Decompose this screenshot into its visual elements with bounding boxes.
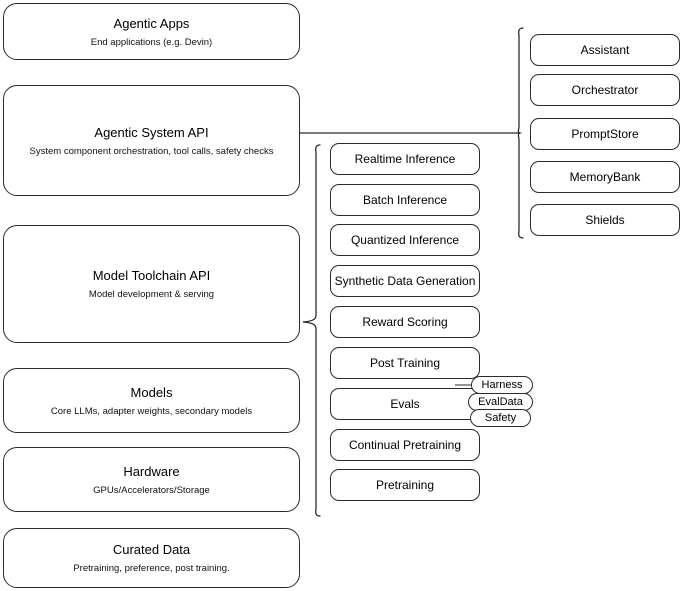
toolchain-item-quantized-inference[interactable]: Quantized Inference	[330, 224, 480, 256]
layer-subtitle: Pretraining, preference, post training.	[73, 563, 230, 574]
system-item-label: PromptStore	[571, 126, 639, 141]
toolchain-item-label: Reward Scoring	[362, 314, 448, 329]
toolchain-item-label: Pretraining	[375, 477, 435, 492]
system-api-brace	[517, 27, 524, 239]
layer-title: Curated Data	[112, 542, 191, 557]
toolchain-item-batch-inference[interactable]: Batch Inference	[330, 184, 480, 216]
toolchain-item-label: Quantized Inference	[350, 232, 460, 247]
layer-subtitle: Core LLMs, adapter weights, secondary mo…	[50, 405, 253, 417]
system-item-memorybank[interactable]: MemoryBank	[530, 161, 680, 193]
layer-subtitle: GPUs/Accelerators/Storage	[93, 484, 210, 496]
system-item-shields[interactable]: Shields	[530, 204, 680, 236]
layer-title: Agentic System API	[94, 124, 209, 140]
evals-attachment-label: Safety	[484, 411, 517, 424]
system-item-label: Orchestrator	[571, 82, 639, 97]
layer-card-hardware[interactable]: Hardware GPUs/Accelerators/Storage	[3, 447, 300, 512]
toolchain-item-label: Realtime Inference	[354, 151, 456, 166]
layer-title: Models	[130, 384, 173, 400]
layer-card-models[interactable]: Models Core LLMs, adapter weights, secon…	[3, 368, 300, 433]
system-item-assistant[interactable]: Assistant	[530, 34, 680, 66]
toolchain-item-realtime-inference[interactable]: Realtime Inference	[330, 143, 480, 175]
toolchain-item-label: Evals	[390, 396, 420, 411]
layer-subtitle: System component orchestration, tool cal…	[29, 145, 274, 157]
model-toolchain-brace	[302, 144, 321, 517]
evals-attachment-label: Harness	[481, 378, 523, 391]
system-item-promptstore[interactable]: PromptStore	[530, 118, 680, 150]
toolchain-item-reward-scoring[interactable]: Reward Scoring	[330, 306, 480, 338]
evals-attachment-safety[interactable]: Safety	[470, 409, 531, 427]
toolchain-item-evals[interactable]: Evals	[330, 388, 480, 420]
evals-attachment-label: EvalData	[478, 395, 523, 408]
toolchain-item-synthetic-data-generation[interactable]: Synthetic Data Generation	[330, 265, 480, 297]
layer-title: Model Toolchain API	[92, 268, 211, 283]
layer-subtitle: Model development & serving	[88, 289, 215, 300]
toolchain-item-label: Batch Inference	[362, 192, 448, 207]
layer-title: Hardware	[123, 463, 180, 479]
system-item-label: Shields	[585, 212, 625, 227]
system-item-label: Assistant	[580, 42, 630, 57]
system-item-orchestrator[interactable]: Orchestrator	[530, 74, 680, 106]
layer-card-model-toolchain-api[interactable]: Model Toolchain API Model development & …	[3, 225, 300, 343]
system-item-label: MemoryBank	[569, 169, 641, 184]
evals-attachment-harness[interactable]: Harness	[471, 376, 533, 394]
layer-card-agentic-apps[interactable]: Agentic Apps End applications (e.g. Devi…	[3, 3, 300, 60]
toolchain-item-continual-pretraining[interactable]: Continual Pretraining	[330, 429, 480, 461]
toolchain-item-post-training[interactable]: Post Training	[330, 347, 480, 379]
layer-card-agentic-system-api[interactable]: Agentic System API System component orch…	[3, 85, 300, 196]
layer-title: Agentic Apps	[113, 15, 190, 31]
toolchain-item-label: Post Training	[369, 355, 441, 370]
toolchain-item-label: Continual Pretraining	[348, 437, 462, 452]
layer-subtitle: End applications (e.g. Devin)	[90, 36, 213, 48]
toolchain-item-pretraining[interactable]: Pretraining	[330, 469, 480, 501]
toolchain-item-label: Synthetic Data Generation	[334, 273, 476, 288]
layer-card-curated-data[interactable]: Curated Data Pretraining, preference, po…	[3, 528, 300, 588]
